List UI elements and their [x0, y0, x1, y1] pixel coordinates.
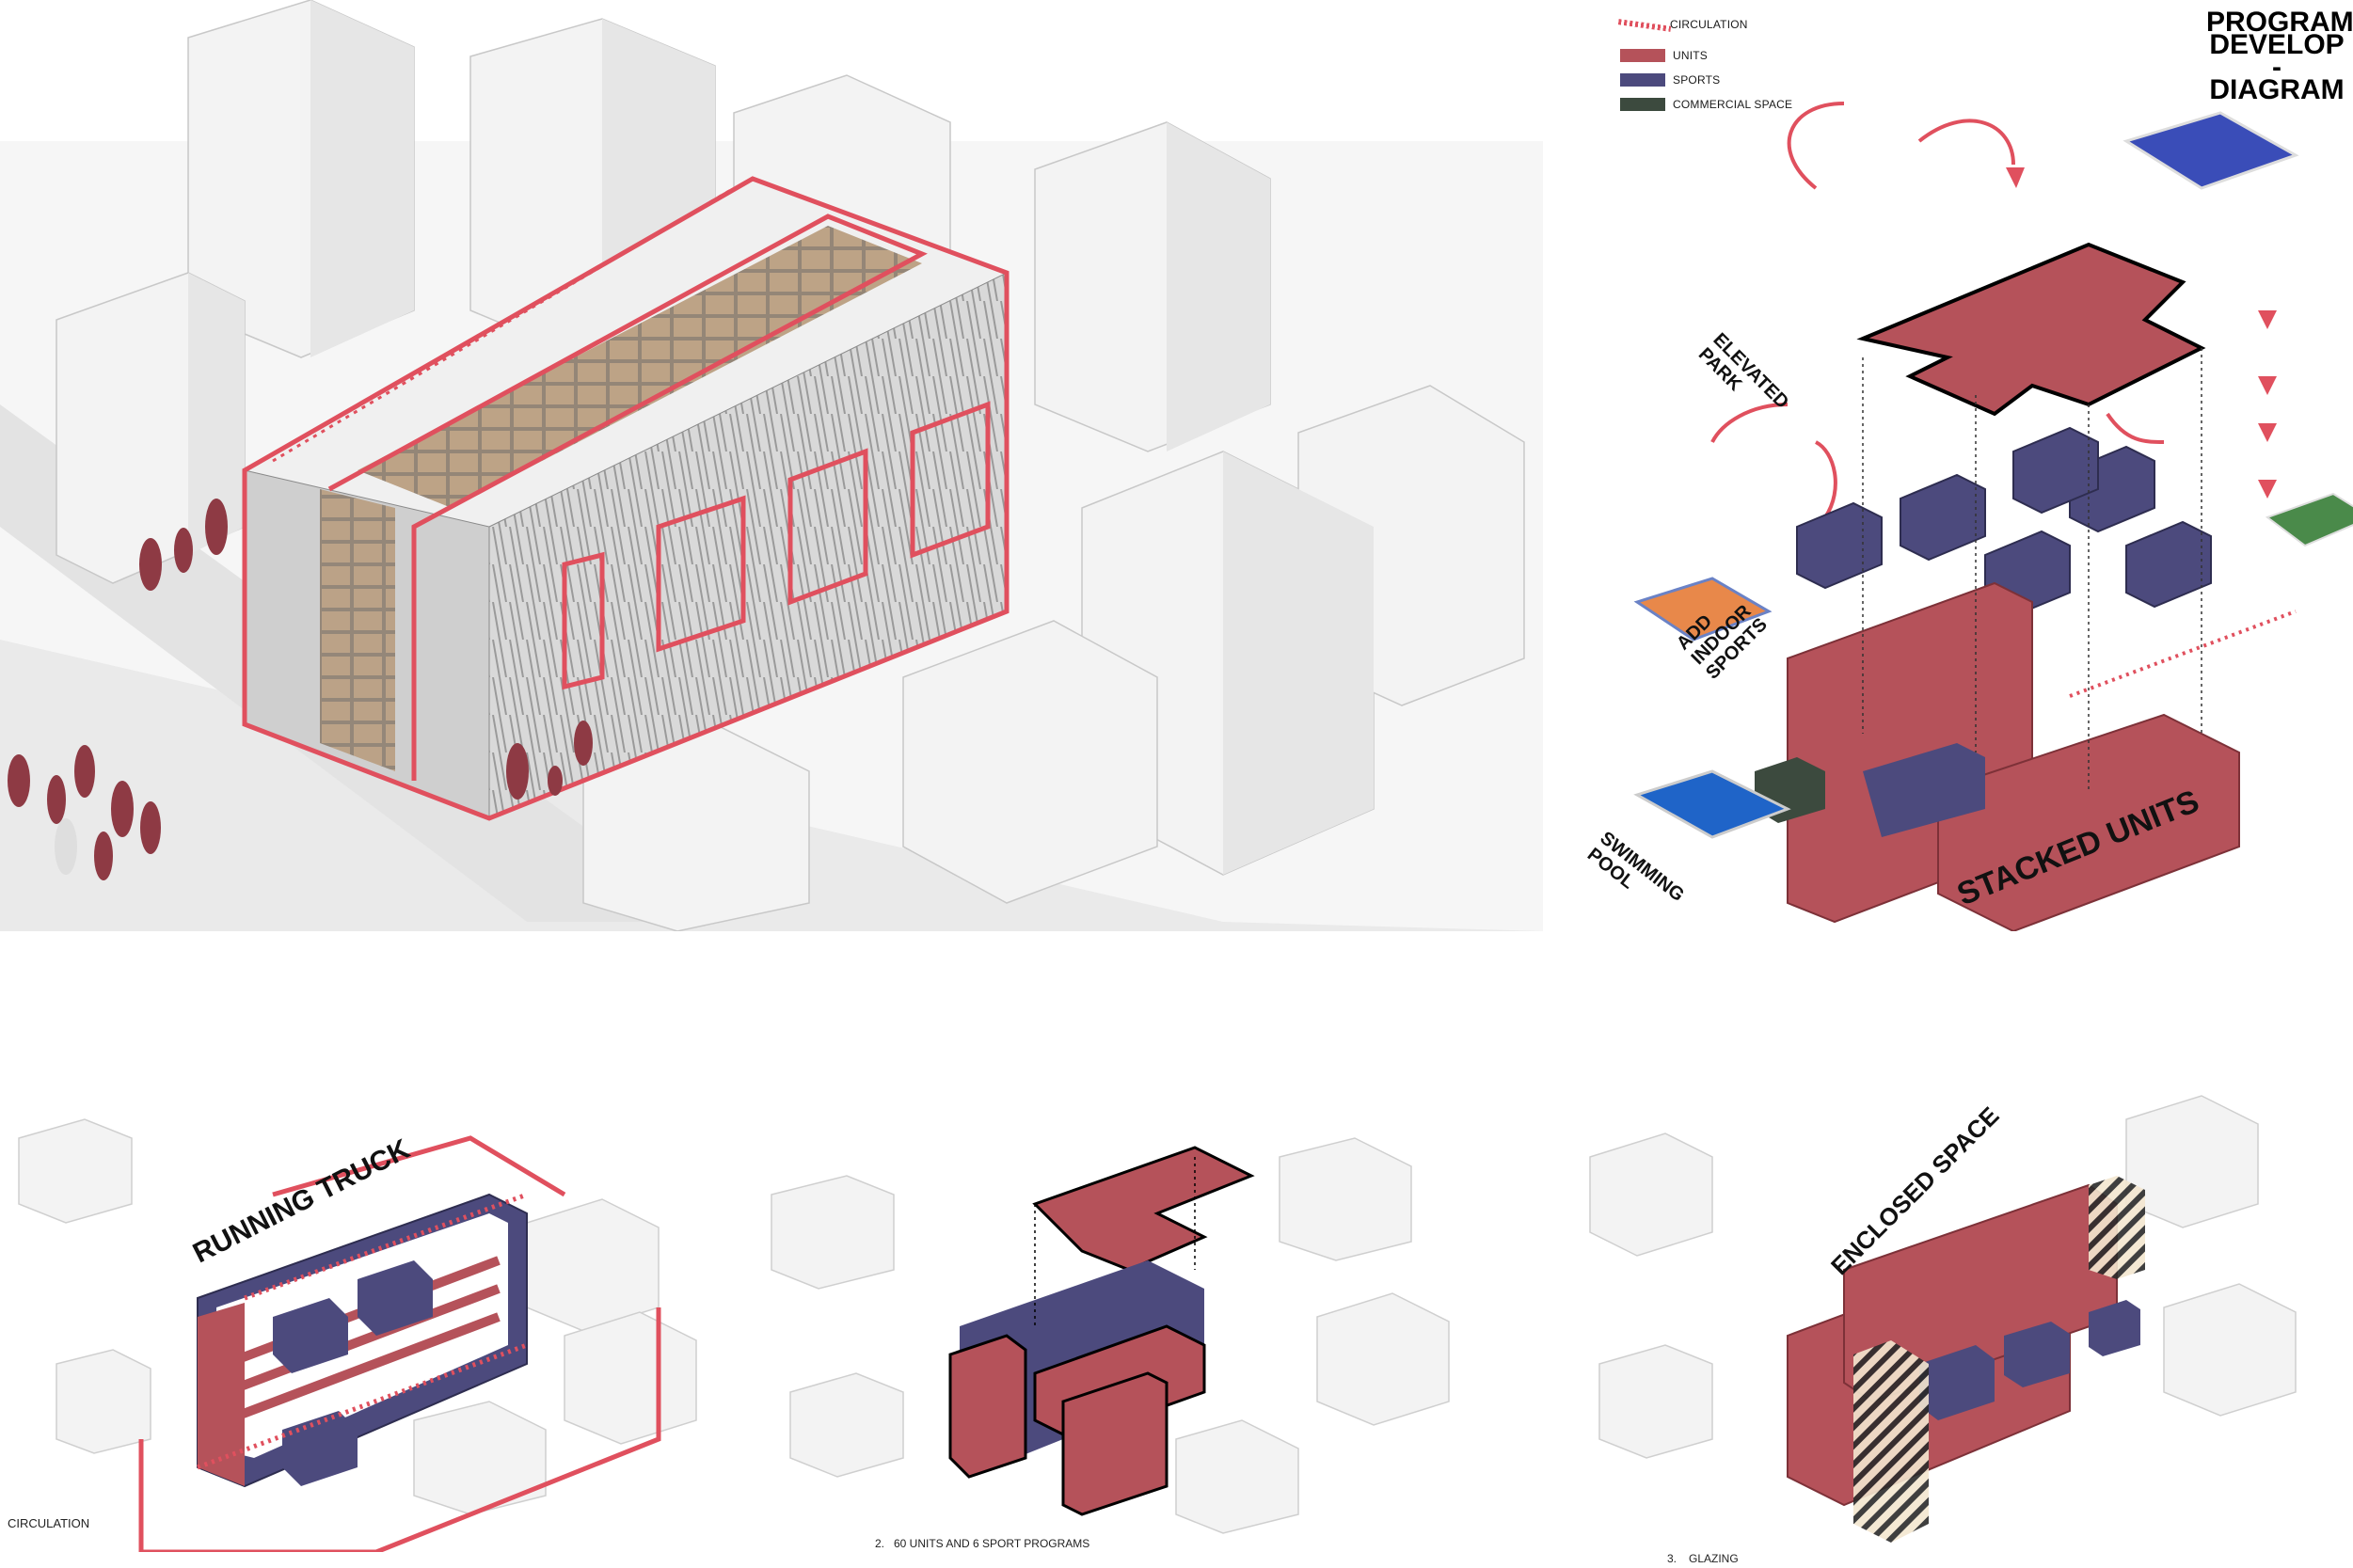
legend-commercial-swatch	[1620, 98, 1665, 111]
program-diagram	[1543, 0, 2353, 931]
diagram-title: PROGRAM DEVELOP - DIAGRAM	[2206, 11, 2347, 102]
caption-glazing: GLAZING	[1689, 1552, 1739, 1565]
title-line-2: DEVELOP -	[2206, 34, 2347, 79]
caption-units-number: 2.	[875, 1537, 884, 1550]
title-line-3: DIAGRAM	[2206, 79, 2347, 102]
legend-circulation-label: CIRCULATION	[1670, 18, 1748, 31]
legend-commercial-label: COMMERCIAL SPACE	[1673, 98, 1792, 111]
legend-units-swatch	[1620, 49, 1665, 62]
caption-units: 60 UNITS AND 6 SPORT PROGRAMS	[894, 1537, 1089, 1550]
legend-units-label: UNITS	[1673, 49, 1708, 62]
legend-sports-label: SPORTS	[1673, 73, 1720, 87]
units-sports-diagram	[753, 1082, 1505, 1552]
site-axonometric	[0, 0, 1543, 931]
legend-sports-swatch	[1620, 73, 1665, 87]
caption-circulation: CIRCULATION	[8, 1516, 89, 1530]
caption-glazing-number: 3.	[1667, 1552, 1677, 1565]
